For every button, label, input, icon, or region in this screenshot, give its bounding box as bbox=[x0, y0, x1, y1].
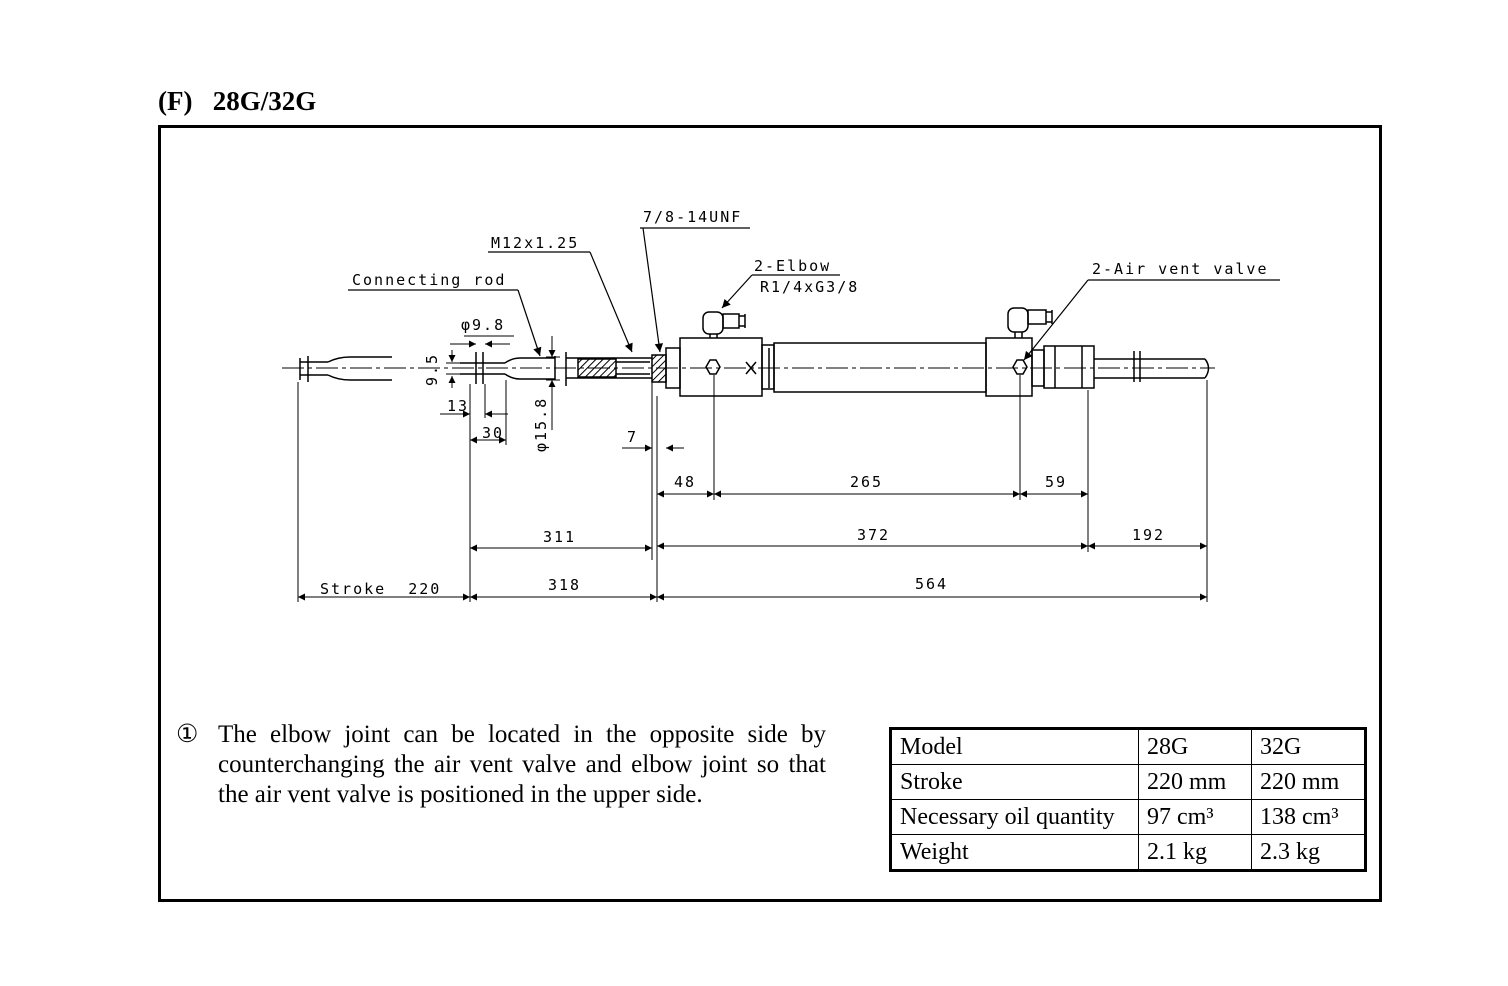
elbow-label: 2-Elbow bbox=[754, 257, 831, 275]
air-vent-label: 2-Air vent valve bbox=[1092, 260, 1269, 278]
table-cell: 2.3 kg bbox=[1251, 834, 1366, 871]
dim-372: 372 bbox=[857, 526, 890, 544]
dimension-lines bbox=[298, 490, 1207, 601]
elbow-right-icon bbox=[1007, 307, 1053, 338]
dim-192: 192 bbox=[1132, 526, 1165, 544]
drawing-frame bbox=[158, 125, 1382, 902]
thread-unf-label: 7/8-14UNF bbox=[643, 208, 742, 226]
extension-lines bbox=[297, 375, 1208, 602]
note: ① The elbow joint can be located in the … bbox=[176, 720, 826, 810]
thread-m12-label: M12x1.25 bbox=[491, 234, 579, 252]
note-text: The elbow joint can be located in the op… bbox=[218, 721, 826, 808]
table-row: Necessary oil quantity 97 cm³ 138 cm³ bbox=[890, 799, 1366, 835]
table-header-row: Model 28G 32G bbox=[890, 728, 1366, 765]
dim-phi-9-8: φ9.8 bbox=[461, 316, 505, 334]
elbow-left-icon bbox=[702, 311, 746, 338]
dim-564: 564 bbox=[915, 575, 948, 593]
dim-phi-15-8: φ15.8 bbox=[532, 397, 550, 452]
dim-311: 311 bbox=[543, 528, 576, 546]
page-heading: (F) 28G/32G bbox=[158, 86, 316, 117]
note-number: ① bbox=[176, 721, 199, 748]
table-cell: 97 cm³ bbox=[1138, 799, 1252, 835]
table-cell: 220 mm bbox=[1251, 764, 1366, 800]
dim-9-5: 9.5 bbox=[423, 353, 441, 386]
table-row: Stroke 220 mm 220 mm bbox=[890, 764, 1366, 800]
dim-30: 30 bbox=[482, 424, 504, 442]
table-cell: 138 cm³ bbox=[1251, 799, 1366, 835]
rod-dimension-lines bbox=[440, 335, 684, 452]
dim-13: 13 bbox=[447, 397, 469, 415]
dim-48: 48 bbox=[674, 473, 696, 491]
table-row: Weight 2.1 kg 2.3 kg bbox=[890, 834, 1366, 871]
dim-318: 318 bbox=[548, 576, 581, 594]
dim-265: 265 bbox=[850, 473, 883, 491]
header-cell: Model bbox=[890, 728, 1139, 765]
header-cell: 28G bbox=[1138, 728, 1252, 765]
cylinder-body bbox=[651, 337, 1210, 397]
table-cell: 2.1 kg bbox=[1138, 834, 1252, 871]
header-cell: 32G bbox=[1251, 728, 1366, 765]
dim-stroke: Stroke 220 bbox=[320, 580, 441, 598]
dim-59: 59 bbox=[1045, 473, 1067, 491]
table-cell: 220 mm bbox=[1138, 764, 1252, 800]
model-title: 28G/32G bbox=[212, 86, 317, 116]
elbow-thread-label: R1/4xG3/8 bbox=[760, 278, 859, 296]
connecting-rod-label: Connecting rod bbox=[352, 271, 506, 289]
table-cell: Weight bbox=[890, 834, 1139, 871]
table-cell: Stroke bbox=[890, 764, 1139, 800]
section-label: (F) bbox=[158, 86, 193, 116]
dim-7: 7 bbox=[627, 428, 638, 446]
connecting-rod bbox=[460, 352, 652, 386]
table-cell: Necessary oil quantity bbox=[890, 799, 1139, 835]
rod-end-ghost bbox=[299, 356, 392, 382]
spec-table: Model 28G 32G Stroke 220 mm 220 mm Neces… bbox=[889, 727, 1367, 872]
leader-lines bbox=[348, 227, 1280, 361]
